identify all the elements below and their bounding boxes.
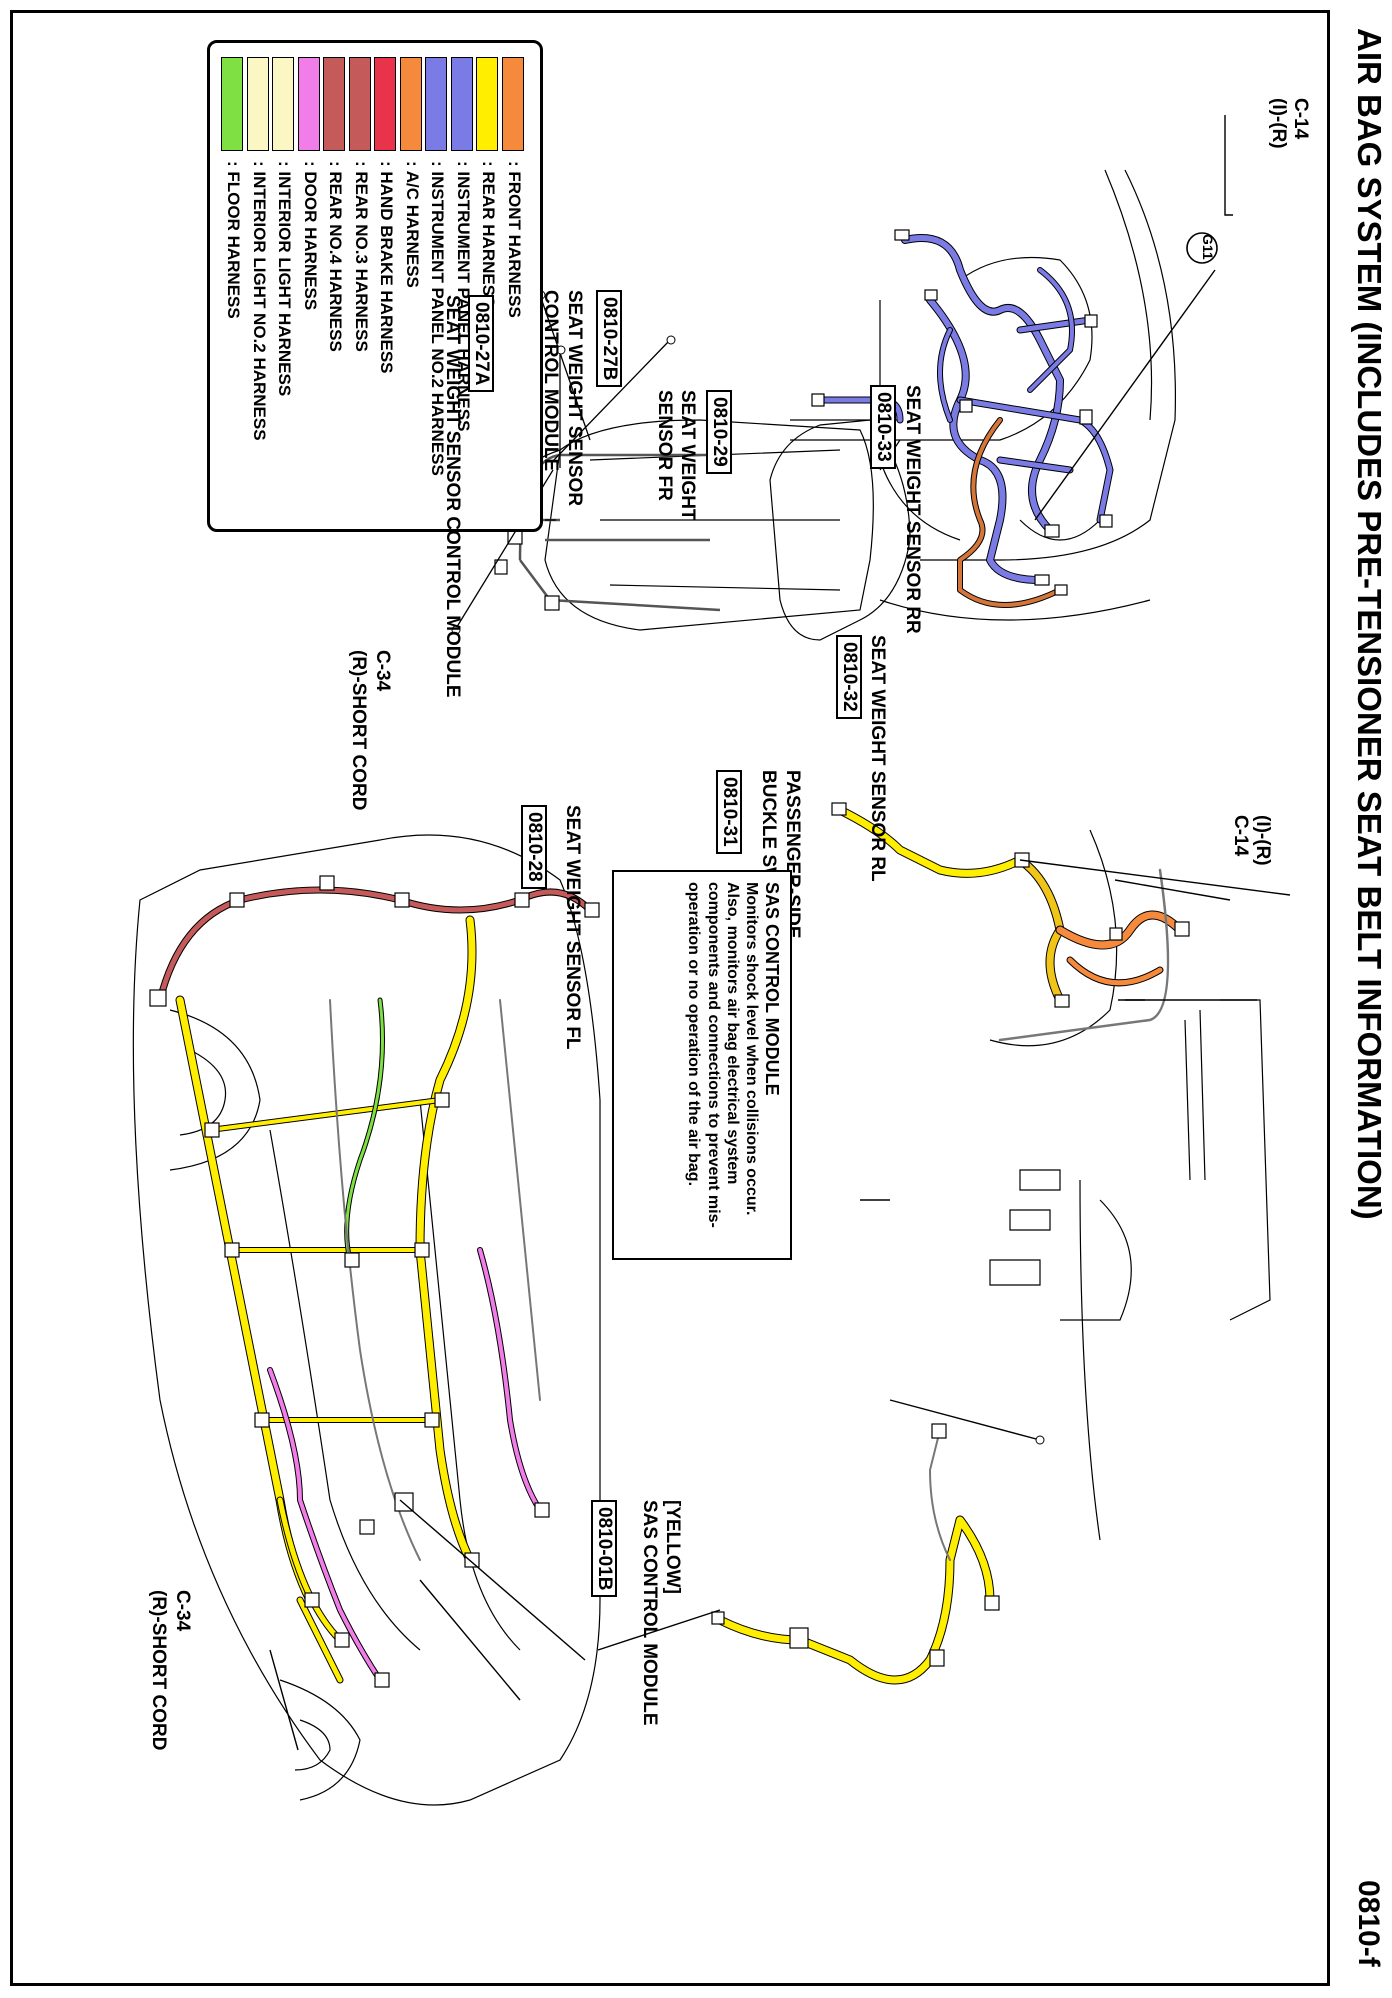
legend-swatch (374, 57, 397, 151)
car-connectors (149, 875, 600, 1688)
sas-desc-1: [YELLOW] (662, 1500, 683, 1594)
sas-desc-2: SAS CONTROL MODULE (639, 1500, 660, 1726)
legend-swatch (349, 57, 371, 151)
harness-color-legend: : FRONT HARNESS: REAR HARNESS: INSTRUMEN… (207, 40, 543, 532)
legend-label: : FRONT HARNESS (505, 161, 524, 318)
legend-label: : INTERIOR LIGHT HARNESS (275, 161, 295, 397)
swscm-code: 0810-27A (468, 295, 494, 393)
legend-swatch (451, 57, 473, 151)
c34-mid-desc: (R)-SHORT CORD (348, 650, 369, 811)
rl-desc: SEAT WEIGHT SENSOR RL (867, 635, 888, 882)
fr-desc-2: SENSOR FR (654, 390, 675, 501)
legend-label: : HAND BRAKE HARNESS (377, 161, 397, 374)
g11-ground-marker (1186, 232, 1218, 264)
instrument-panel-connectors (811, 229, 1113, 596)
seat-connectors (494, 527, 560, 611)
legend-swatch (476, 57, 499, 151)
legend-label: : REAR NO.3 HARNESS (352, 161, 371, 352)
legend-label: : REAR HARNESS (479, 161, 499, 308)
legend-label: : DOOR HARNESS (301, 161, 320, 311)
legend-label: : REAR NO.4 HARNESS (326, 161, 346, 352)
sas-code: 0810-01B (591, 1500, 617, 1598)
callout-leaders (269, 115, 1291, 1751)
legend-swatch (425, 57, 448, 151)
rl-code: 0810-32 (836, 635, 862, 719)
c14-top-desc: (I)-(R) (1268, 98, 1289, 149)
legend-swatch (247, 57, 269, 151)
c14-top-code: C-14 (1290, 98, 1311, 140)
legend-label: : FLOOR HARNESS (224, 161, 244, 319)
car-harness-floor (329, 997, 541, 1561)
swscm2-desc-2: CONTROL MODULE (540, 290, 561, 472)
car-body-illustration (132, 834, 601, 1806)
c14-right-desc: (I)-(R) (1252, 815, 1273, 866)
legend-swatch (221, 57, 244, 151)
page-frame (10, 10, 1330, 1986)
c34-mid-code: C-34 (372, 650, 393, 692)
legend-label: : A/C HARNESS (403, 161, 422, 288)
g11-label: G11 (1200, 234, 1216, 260)
sas-control-module-note: SAS CONTROL MODULE Monitors shock level … (612, 870, 792, 1260)
sas-note-text: Monitors shock level when collisions occ… (685, 882, 760, 1228)
c34-bot-code: C-34 (172, 1590, 193, 1632)
c34-bot-desc: (R)-SHORT CORD (148, 1590, 169, 1751)
floor-console-connectors (711, 802, 1190, 1667)
rr-desc: SEAT WEIGHT SENSOR RR (902, 385, 923, 634)
car-harness-door (267, 1247, 543, 1683)
buckle-code: 0810-31 (716, 770, 742, 854)
car-harness-rear (156, 886, 594, 1004)
sas-note-heading: SAS CONTROL MODULE (762, 882, 782, 1096)
swscm2-code: 0810-27B (596, 290, 622, 388)
rr-code: 0810-33 (870, 385, 896, 469)
swscm2-desc-1: SEAT WEIGHT SENSOR (564, 290, 585, 507)
fl-code: 0810-28 (521, 805, 547, 889)
page-title: AIR BAG SYSTEM (INCLUDES PRE-TENSIONER S… (1351, 28, 1388, 1220)
legend-label: : INTERIOR LIGHT NO.2 HARNESS (250, 161, 269, 441)
legend-swatch (298, 57, 320, 151)
fr-code: 0810-29 (706, 390, 732, 474)
fl-desc: SEAT WEIGHT SENSOR FL (562, 805, 583, 1050)
page-number: 0810-f (1352, 1880, 1385, 1967)
c14-right-code: C-14 (1230, 815, 1251, 857)
legend-swatch (323, 57, 346, 151)
legend-swatch (400, 57, 422, 151)
fr-desc-1: SEAT WEIGHT (677, 390, 698, 521)
legend-swatch (272, 57, 295, 151)
legend-swatch (502, 57, 524, 151)
swscm-desc: SEAT WEIGHT SENSOR CONTROL MODULE (442, 295, 463, 698)
